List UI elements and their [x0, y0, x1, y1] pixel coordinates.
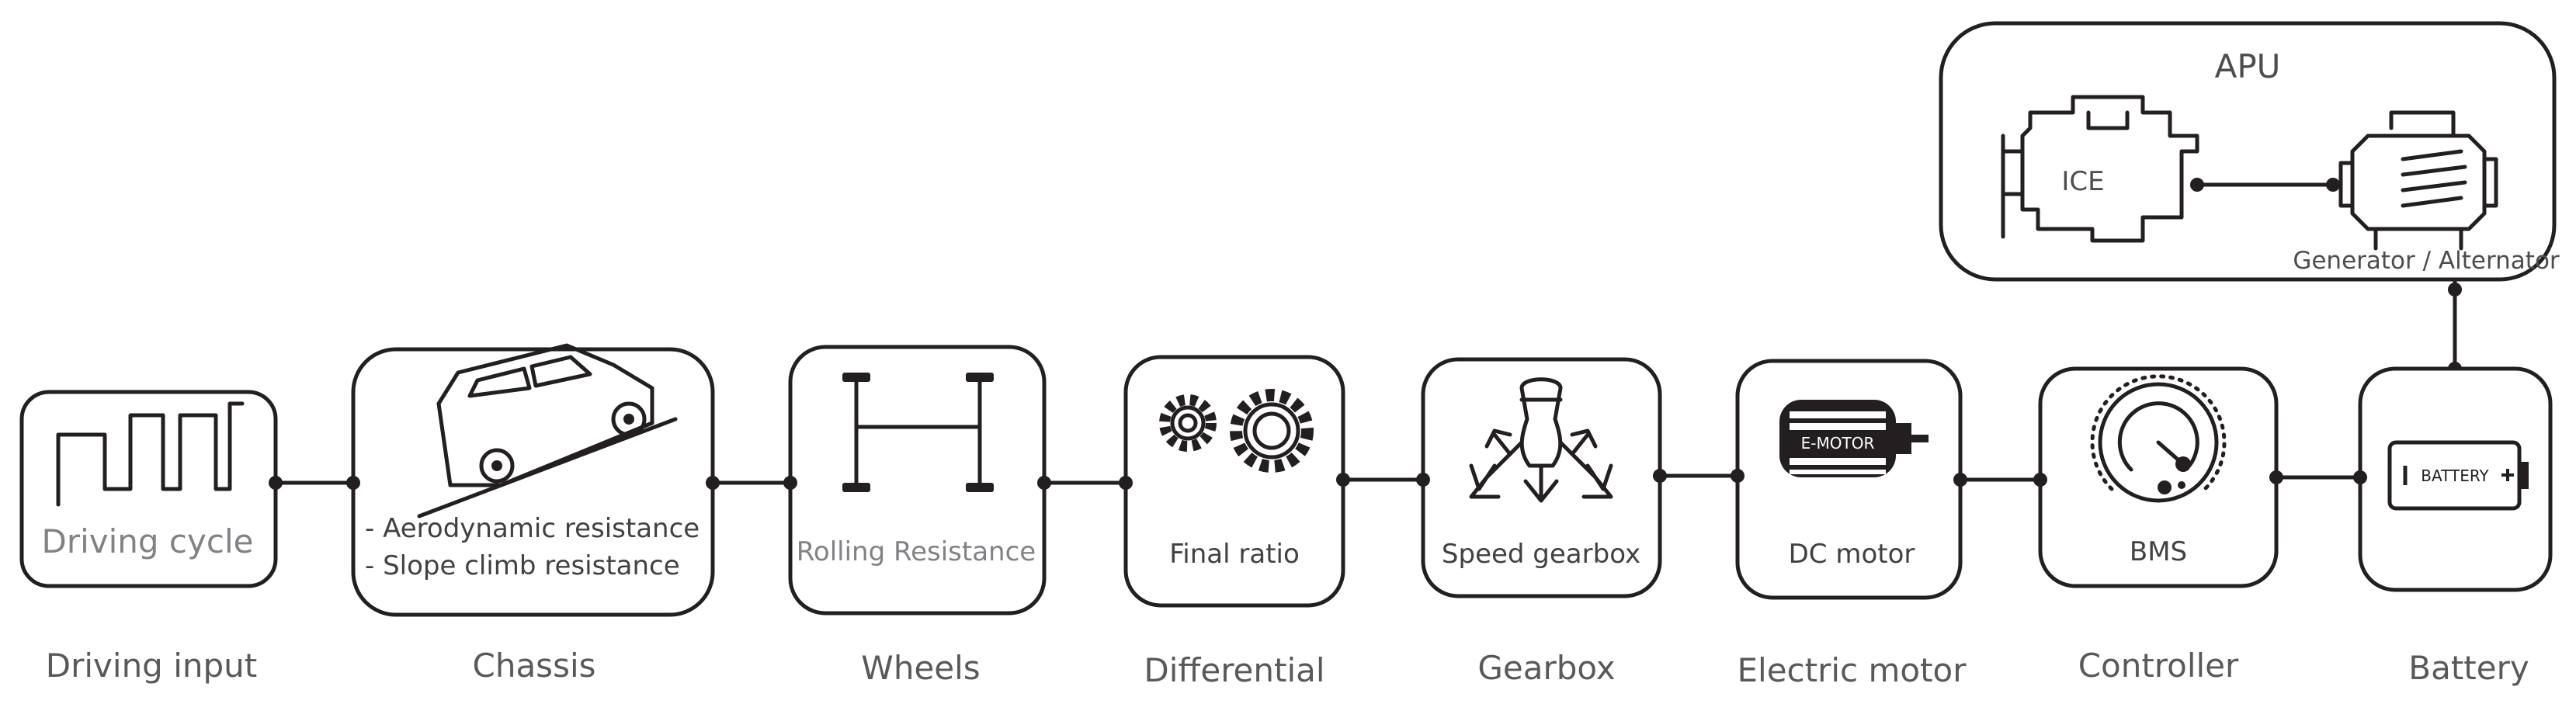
gauge-icon	[2090, 374, 2227, 503]
generator-label: Generator / Alternator	[2293, 247, 2560, 275]
dc-motor-label: DC motor	[1789, 539, 1915, 570]
motor-icon: E-MOTOR	[1779, 400, 1929, 477]
chain-wires	[276, 473, 2360, 485]
block-driving-input: Driving cycle	[19, 390, 283, 588]
apu-group: APU ICE Generator / Alternator	[1939, 21, 2560, 282]
block-battery: BATTERY	[2353, 366, 2553, 592]
block-controller: BMS	[2033, 366, 2283, 588]
caption-driving-input: Driving input	[46, 647, 257, 685]
van-on-slope-icon	[417, 343, 678, 518]
caption-gearbox: Gearbox	[1477, 649, 1615, 687]
motor-icon-label: E-MOTOR	[1801, 434, 1875, 453]
battery-icon-label: BATTERY	[2421, 466, 2489, 485]
block-gearbox: Speed gearbox	[1416, 357, 1667, 598]
caption-differential: Differential	[1144, 651, 1324, 689]
block-wheels: Rolling Resistance	[783, 345, 1051, 616]
battery-icon: BATTERY	[2387, 440, 2529, 511]
chassis-line-1: - Aerodynamic resistance	[365, 513, 700, 544]
caption-battery: Battery	[2408, 649, 2529, 687]
speed-gearbox-label: Speed gearbox	[1442, 539, 1640, 570]
caption-electric-motor: Electric motor	[1737, 651, 1967, 689]
apu-box	[1939, 21, 2557, 282]
axle-icon	[842, 373, 994, 492]
block-differential: Final ratio	[1119, 355, 1350, 608]
engine-label: ICE	[2061, 166, 2104, 197]
caption-chassis: Chassis	[473, 647, 596, 685]
chassis-line-2: - Slope climb resistance	[365, 550, 680, 581]
alternator-icon	[2338, 110, 2498, 251]
apu-title: APU	[2215, 47, 2281, 85]
rolling-resistance-label: Rolling Resistance	[797, 536, 1036, 567]
final-ratio-label: Final ratio	[1169, 539, 1300, 570]
step-signal-icon	[56, 401, 245, 507]
bms-label: BMS	[2130, 536, 2187, 567]
gears-icon	[1159, 389, 1314, 473]
block-chassis: - Aerodynamic resistance - Slope climb r…	[346, 343, 720, 617]
block-electric-motor: E-MOTOR DC motor	[1731, 359, 1967, 600]
engine-icon: ICE	[2001, 95, 2199, 243]
driving-cycle-label: Driving cycle	[42, 522, 254, 560]
caption-wheels: Wheels	[861, 649, 980, 687]
gear-shifter-icon	[1469, 377, 1613, 503]
caption-controller: Controller	[2078, 647, 2239, 685]
